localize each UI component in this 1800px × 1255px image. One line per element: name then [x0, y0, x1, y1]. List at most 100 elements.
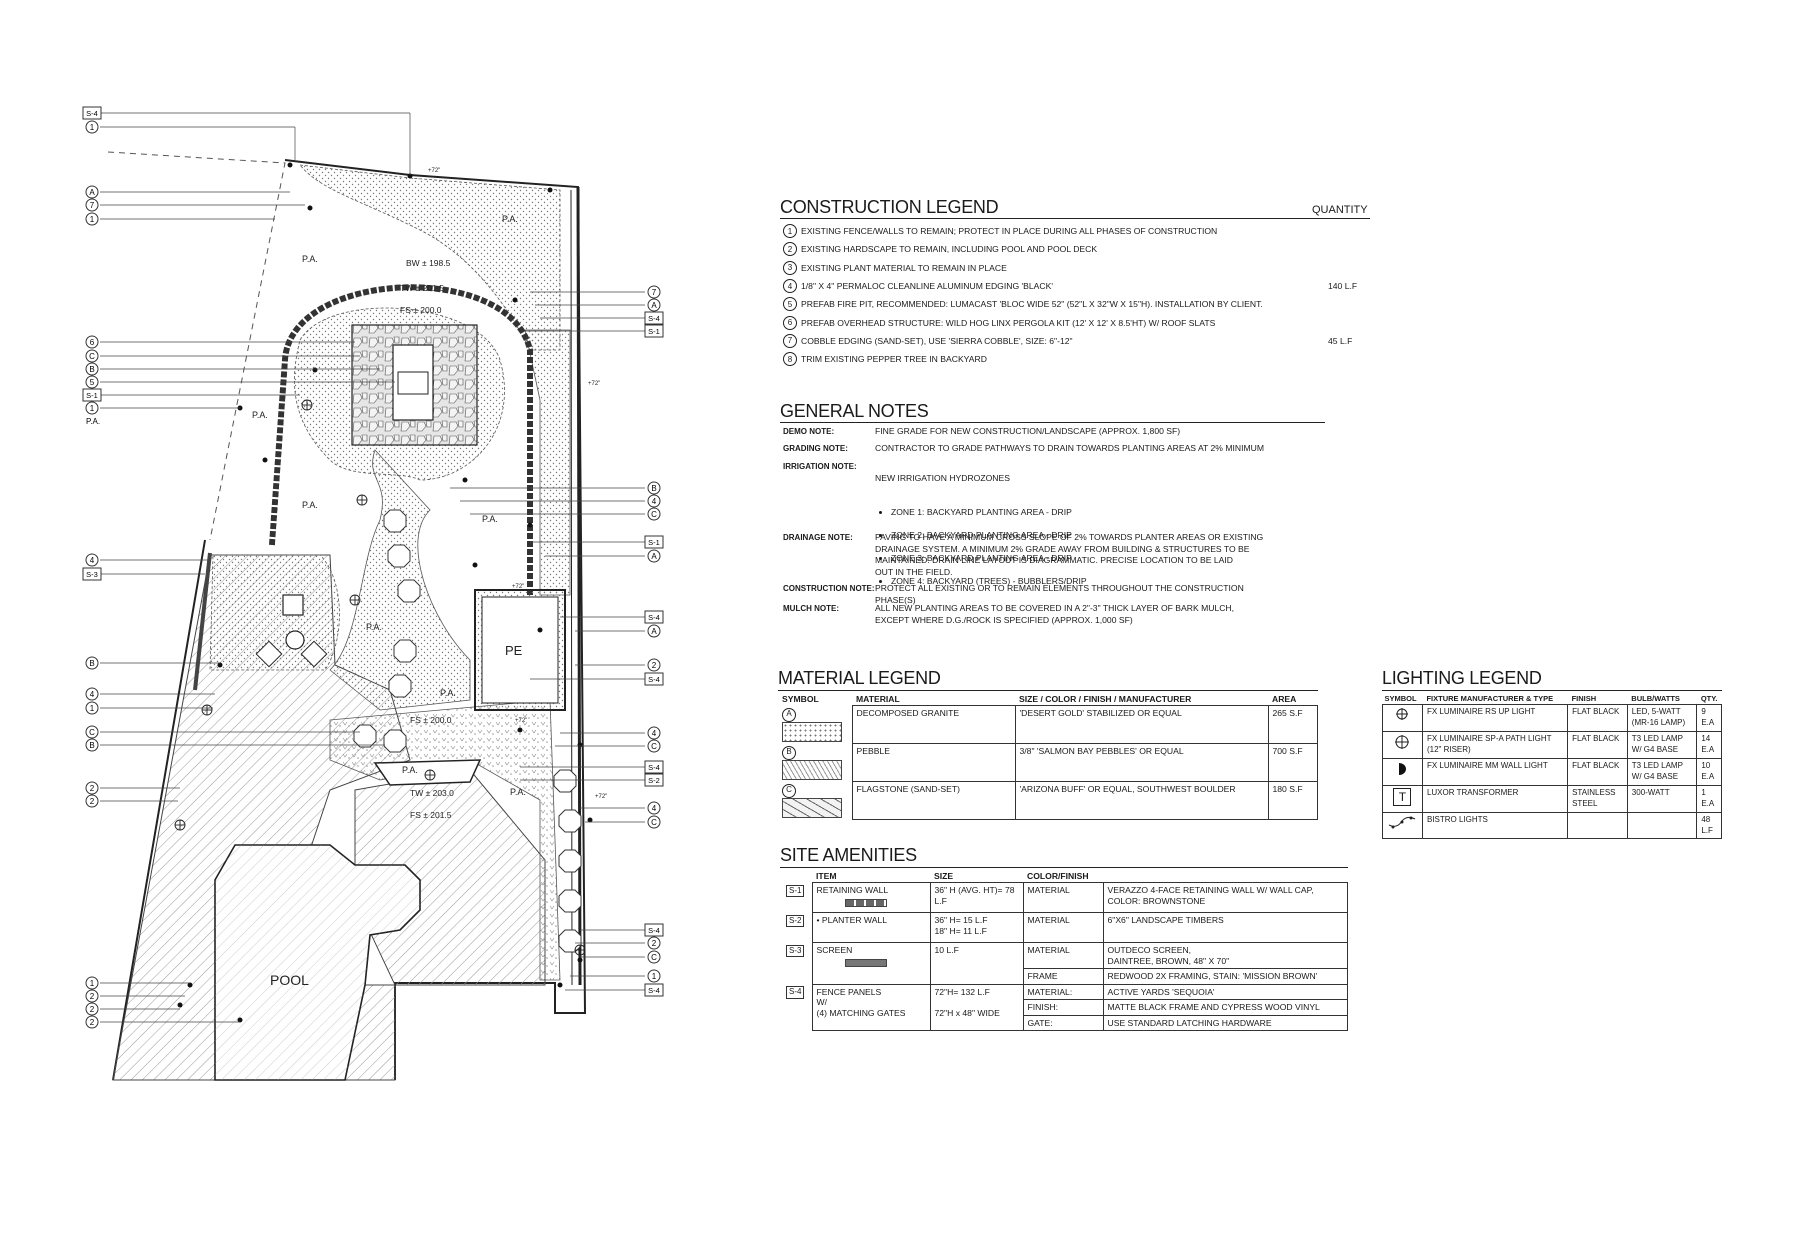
right-tag-circle: [647, 298, 661, 312]
right-tag-box: [644, 311, 664, 325]
right-tag-circle: [647, 969, 661, 983]
right-tag-box: [644, 773, 664, 787]
left-tag-label: S-3: [86, 570, 98, 579]
right-tag-label: S-4: [648, 763, 660, 772]
left-tag-circle: [85, 375, 99, 389]
right-tag-circle: [647, 739, 661, 753]
left-tag-label: B: [89, 365, 94, 374]
right-tag-circle: [647, 549, 661, 563]
retaining-wall-s1: [269, 284, 533, 600]
left-tag-label: 4: [90, 556, 95, 565]
right-tag-label: S-4: [648, 314, 660, 323]
right-tag-label: S-4: [648, 986, 660, 995]
left-tag-box: [82, 388, 102, 402]
left-tag-circle: [85, 725, 99, 739]
irrigation-zone: ZONE 1: BACKYARD PLANTING AREA - DRIP: [891, 507, 1275, 519]
amenity-row: S-1 RETAINING WALL 36" H (AVG. HT)= 78 L…: [782, 882, 1348, 913]
elev-tw2: TW ± 203.0: [410, 788, 454, 798]
right-tag-box: [644, 535, 664, 549]
dg-swatch: [782, 721, 842, 742]
flagstone-swatch: [782, 797, 842, 818]
left-tag-label: 7: [90, 201, 95, 210]
elev-bw: BW ± 198.5: [406, 258, 451, 268]
right-callouts: [450, 291, 645, 991]
left-tag-label: 6: [90, 338, 95, 347]
transformer-icon: T: [1393, 788, 1412, 806]
left-tag-label: C: [89, 352, 95, 361]
left-tag-circle: [85, 701, 99, 715]
patio-chair-2: [300, 640, 328, 668]
amenity-row: GATE: USE STANDARD LATCHING HARDWARE: [782, 1014, 1348, 1031]
left-tag-box: [82, 567, 102, 581]
planting-area-label-3: P.A.: [252, 410, 268, 420]
patio-firebowl: [285, 630, 305, 650]
material-legend-rule: [778, 690, 1318, 691]
right-tag-label: S-1: [648, 327, 660, 336]
general-notes-title: GENERAL NOTES: [780, 401, 929, 421]
fire-pit: [392, 344, 434, 421]
right-tag-label: A: [651, 301, 657, 310]
left-tag-label: 2: [90, 992, 95, 1001]
planter-wall-s2: [373, 759, 482, 786]
bistro-lights-icon: [1389, 816, 1416, 829]
left-tag-label: 2: [90, 1018, 95, 1027]
wall-light-icon: [1399, 763, 1407, 775]
right-tag-circle: [647, 936, 661, 950]
lighting-row: BISTRO LIGHTS 48 L.F: [1382, 812, 1722, 839]
right-tag-label: B: [651, 484, 656, 493]
left-tag-label: 1: [90, 979, 95, 988]
grade-note-4: +72": [515, 718, 527, 724]
left-tag-circle: [85, 553, 99, 567]
up-light-symbols: [174, 399, 586, 956]
right-tag-label: S-2: [648, 776, 660, 785]
general-notes-rule: [780, 422, 1325, 423]
site-amenities-rule: [780, 867, 1348, 868]
right-tag-circle: [647, 726, 661, 740]
material-legend-title: MATERIAL LEGEND: [778, 668, 941, 688]
left-tag-circle: [85, 794, 99, 808]
construction-legend-rule: [780, 218, 1370, 219]
left-tag-circle: [85, 687, 99, 701]
screen-s3: [193, 552, 212, 691]
left-tag-label: C: [89, 728, 95, 737]
left-tag-circle: [85, 976, 99, 990]
right-tag-label: A: [651, 627, 657, 636]
left-callouts: [100, 112, 411, 1023]
left-tag-circle: [85, 401, 99, 415]
lighting-row: FX LUMINAIRE RS UP LIGHT FLAT BLACK LED,…: [1382, 704, 1722, 732]
right-tag-label: S-1: [648, 538, 660, 547]
left-tag-label: 2: [90, 784, 95, 793]
patio-table: [282, 594, 304, 616]
lighting-legend-table: SYMBOL FIXTURE MANUFACTURER & TYPE FINIS…: [1382, 693, 1722, 839]
grade-note-2: +72": [588, 381, 600, 387]
left-tag-circle: [85, 781, 99, 795]
right-tag-box: [644, 760, 664, 774]
planting-area-label-7: P.A.: [440, 688, 456, 698]
left-tag-box: [82, 106, 102, 120]
amenity-row: S-2 • PLANTER WALL 36" H= 15 L.F 18" H= …: [782, 912, 1348, 943]
left-tag-circle: [85, 335, 99, 349]
irrigation-zone: ZONE 4: BACKYARD (TREES) - BUBBLERS/DRIP: [891, 576, 1275, 588]
right-tag-label: S-4: [648, 675, 660, 684]
lighting-row: FX LUMINAIRE MM WALL LIGHT FLAT BLACK T3…: [1382, 758, 1722, 786]
right-tag-label: 4: [652, 804, 657, 813]
left-tag-circle: [85, 989, 99, 1003]
right-tag-label: 2: [652, 661, 657, 670]
right-tag-circle: [647, 815, 661, 829]
planting-area-label-6: P.A.: [366, 622, 382, 632]
planting-area-label-8: P.A.: [402, 765, 418, 775]
right-tag-circle: [647, 950, 661, 964]
left-tag-circle: [85, 738, 99, 752]
right-tag-circle: [647, 801, 661, 815]
dg-main-path: [329, 449, 471, 711]
right-tag-box: [644, 672, 664, 686]
right-tag-box: [644, 610, 664, 624]
